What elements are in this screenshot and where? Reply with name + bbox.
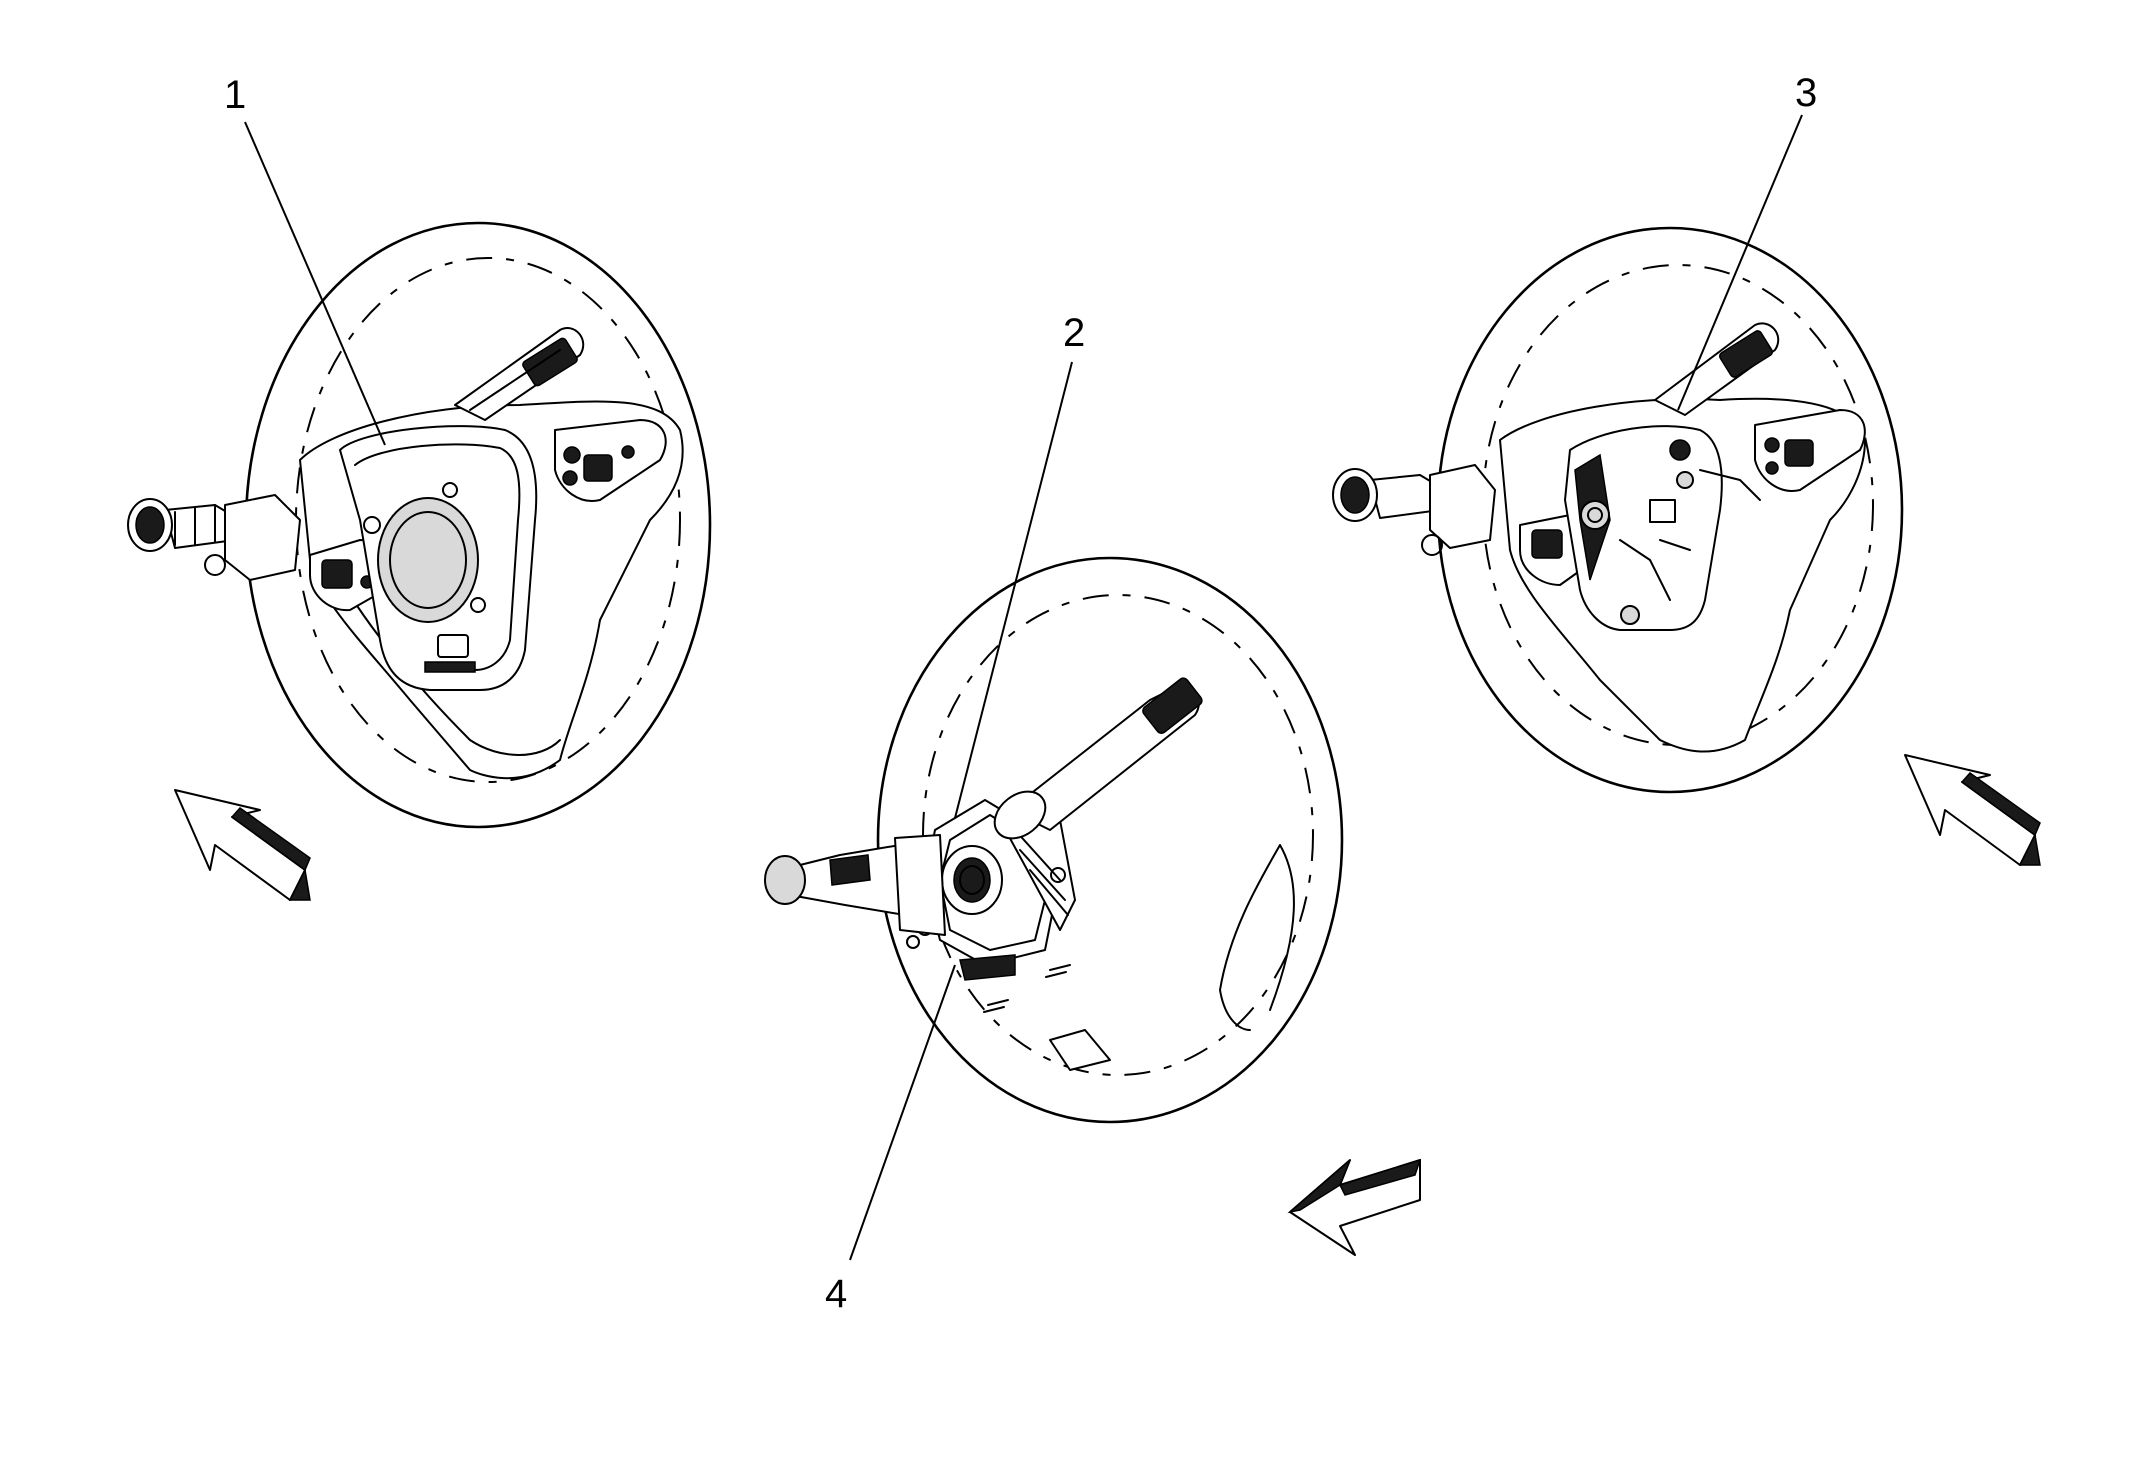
left-arrow (174, 789, 311, 901)
center-wheel-rim-inner (922, 594, 1314, 1076)
left-wheel-wiper-lever (454, 327, 585, 421)
right-arrow (1904, 754, 2041, 866)
callout-4-label: 4 (825, 1272, 847, 1316)
left-wheel-right-switch (554, 419, 667, 502)
left-wheel-turn-signal-lever (127, 494, 301, 581)
right-wheel-turn-signal-lever (1332, 464, 1496, 556)
right-wheel-armature (1564, 425, 1761, 631)
left-wheel-hub-lower (329, 559, 561, 756)
center-wheel-view (764, 556, 1344, 1124)
center-wheel-rim-outer (876, 556, 1344, 1124)
callout-3-label: 3 (1795, 71, 1817, 115)
callout-1-leader (244, 121, 386, 446)
center-wheel-lower-spoke (1219, 844, 1295, 1031)
center-arrow (1287, 1158, 1422, 1256)
left-wheel-view (127, 221, 712, 829)
right-wheel-view (1332, 226, 1904, 794)
left-wheel-rim-inner (295, 257, 681, 783)
callout-2-leader (954, 361, 1073, 819)
callout-1-label: 1 (224, 73, 246, 117)
center-fasteners (906, 935, 1071, 1013)
center-turn-signal-lever (764, 834, 946, 936)
callout-4-leader (849, 964, 956, 1261)
callout-3-leader (1677, 114, 1803, 411)
callout-2-label: 2 (1063, 311, 1085, 355)
right-wheel-right-switch (1754, 409, 1866, 492)
left-wheel-inflator (377, 497, 479, 623)
center-wiper-lever (993, 677, 1203, 840)
